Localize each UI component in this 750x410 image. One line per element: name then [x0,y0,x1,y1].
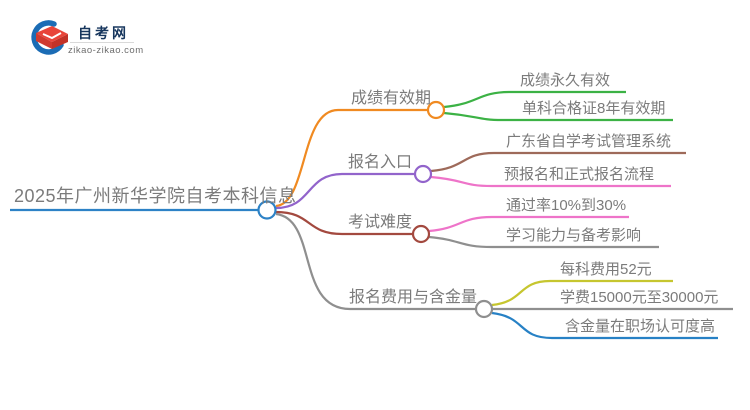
logo-divider [70,42,134,43]
branch-line-registration-portal [275,172,415,210]
leaf-line-workplace-recognition [491,311,718,340]
leaf-label-management-system: 广东省自学考试管理系统 [506,133,672,150]
branch-label-score-validity: 成绩有效期 [351,90,432,107]
branch-label-registration-portal: 报名入口 [348,154,413,171]
branch-label-exam-difficulty: 考试难度 [348,214,413,231]
leaf-label-pass-rate: 通过率10%到30% [506,197,627,214]
leaf-label-tuition-range: 学费15000元至30000元 [560,289,719,306]
leaf-line-permanent-validity [443,90,626,109]
leaf-line-per-subject-fee [491,279,673,307]
leaf-label-workplace-recognition: 含金量在职场认可度高 [565,318,716,335]
branch-handle-fees-value[interactable] [474,299,494,319]
leaf-label-permanent-validity: 成绩永久有效 [520,72,611,89]
graduation-cap-icon [31,20,68,55]
branch-label-fees-value: 报名费用与含金量 [349,289,478,306]
branch-handle-exam-difficulty[interactable] [411,224,431,244]
leaf-line-registration-process [430,175,671,188]
site-logo[interactable]: 自考网 zikao-zikao.com [28,18,158,58]
branch-line-fees-value [275,212,476,311]
branch-handle-score-validity[interactable] [426,100,446,120]
leaf-label-certificate-8yr: 单科合格证8年有效期 [522,100,666,117]
leaf-line-management-system [430,151,686,173]
logo-title: 自考网 [78,25,129,41]
leaf-label-registration-process: 预报名和正式报名流程 [504,166,655,183]
leaf-label-study-ability: 学习能力与备考影响 [506,227,642,244]
leaf-line-pass-rate [428,215,629,233]
branch-line-exam-difficulty [275,210,413,236]
leaf-label-per-subject-fee: 每科费用52元 [560,261,652,278]
root-node-label: 2025年广州新华学院自考本科信息 [14,186,297,206]
branch-line-score-validity [275,108,428,208]
leaf-line-certificate-8yr [443,111,673,122]
leaf-line-study-ability [428,235,659,249]
logo-url: zikao-zikao.com [68,45,144,56]
branch-handle-registration-portal[interactable] [413,164,433,184]
root-node-handle[interactable] [257,200,277,220]
